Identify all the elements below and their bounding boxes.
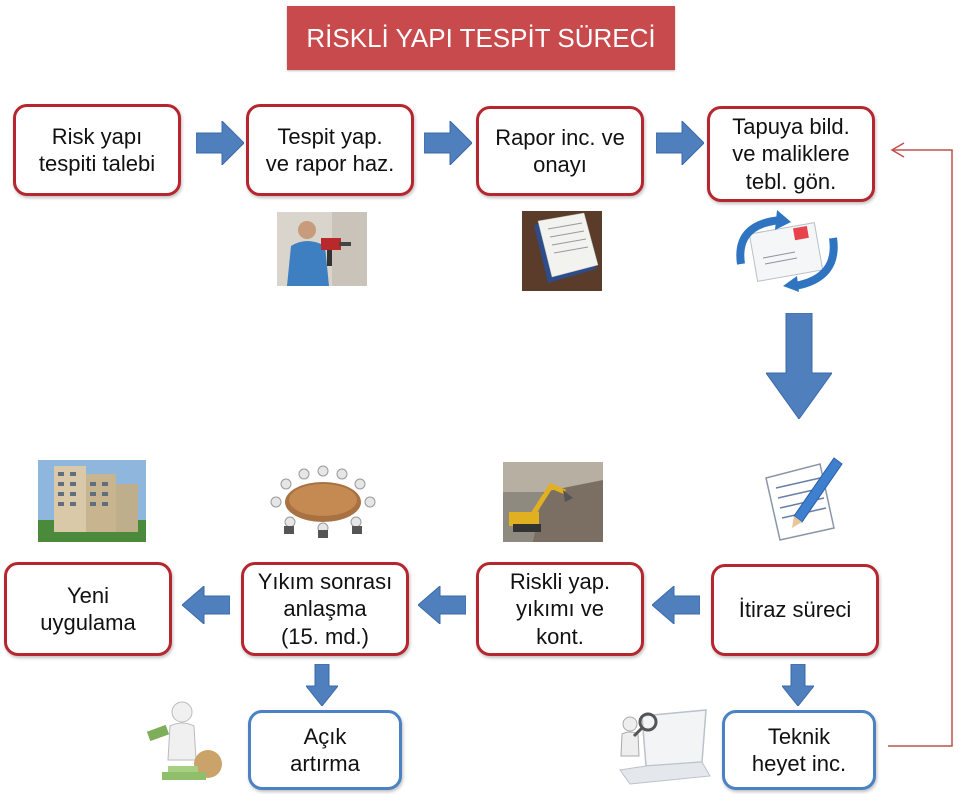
money-bags-figure-icon: [146, 701, 222, 780]
step-new-application: Yeni uygulama: [4, 562, 172, 656]
envelope-mail-icon: [736, 210, 838, 292]
step-report-approval: Rapor inc. ve onayı: [476, 106, 644, 196]
demolition-excavator-photo: [503, 462, 603, 542]
worker-drilling-photo: [277, 212, 367, 286]
diagram-title: RİSKLİ YAPI TESPİT SÜRECİ: [287, 6, 675, 70]
feedback-arrow: [888, 142, 953, 747]
arrow-down-large: [766, 313, 832, 419]
arrow-right-2: [424, 121, 472, 165]
arrow-left-3: [182, 586, 230, 624]
report-documents-photo: [522, 211, 602, 291]
step-objection: İtiraz süreci: [711, 564, 879, 656]
step-post-demolition-agreement: Yıkım sonrası anlaşma (15. md.): [241, 562, 409, 656]
arrow-left-2: [418, 586, 466, 624]
step-demolition: Riskli yap. yıkımı ve kont.: [476, 562, 644, 656]
meeting-table-icon: [270, 465, 376, 538]
step-deed-notification: Tapuya bild. ve maliklere tebl. gön.: [707, 106, 875, 202]
step-technical-committee: Teknik heyet inc.: [722, 710, 876, 790]
apartment-building-photo: [38, 460, 146, 542]
arrow-down-technical: [782, 664, 814, 706]
laptop-inspector-icon: [619, 709, 711, 785]
step-inspection-report: Tespit yap. ve rapor haz.: [246, 104, 414, 196]
arrow-left-1: [652, 586, 700, 624]
arrow-right-1: [196, 121, 244, 165]
arrow-down-auction: [306, 664, 338, 706]
step-auction: Açık artırma: [248, 710, 402, 790]
arrow-right-3: [656, 121, 704, 165]
step-risk-request: Risk yapı tespiti talebi: [13, 104, 181, 196]
notepad-pencil-icon: [765, 457, 843, 541]
